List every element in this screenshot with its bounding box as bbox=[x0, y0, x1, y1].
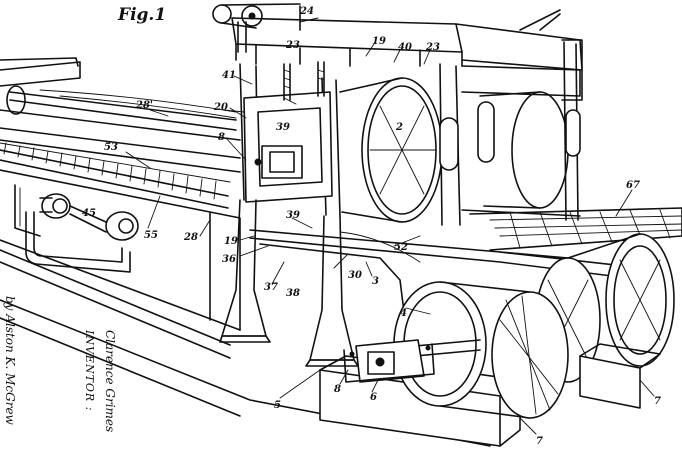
ref-37: 37 bbox=[264, 282, 278, 293]
drive-roller bbox=[319, 281, 661, 447]
ref-7-center: 7 bbox=[536, 436, 543, 447]
conveyor-frame bbox=[0, 57, 491, 447]
inventor-block: Clarence Grimes INVENTOR : by Alston K. … bbox=[3, 296, 117, 432]
ref-6: 6 bbox=[370, 392, 377, 403]
ref-41: 41 bbox=[222, 70, 236, 81]
ref-4: 4 bbox=[400, 308, 407, 319]
ref-24: 24 bbox=[299, 6, 314, 17]
pipework bbox=[25, 193, 139, 273]
ref-67: 67 bbox=[626, 180, 640, 191]
lower-conveyor bbox=[249, 207, 682, 383]
leader-lines bbox=[125, 17, 655, 435]
ref-2: 2 bbox=[395, 122, 403, 133]
ref-28-prime: 28' bbox=[135, 100, 153, 111]
ref-38: 38 bbox=[286, 288, 300, 299]
ref-45: 45 bbox=[82, 208, 96, 219]
ref-5: 5 bbox=[274, 400, 281, 411]
ref-28: 28 bbox=[183, 232, 198, 243]
attorney-signature: by Alston K. McGrew bbox=[3, 296, 17, 426]
ref-40: 40 bbox=[398, 42, 412, 53]
inventor-caption: INVENTOR : bbox=[83, 329, 96, 411]
ref-39-lower: 39 bbox=[286, 210, 300, 221]
ref-23-right: 23 bbox=[425, 42, 440, 53]
reference-numerals: 24 23 19 40 23 41 28' 20 39 2 8 53 67 45… bbox=[82, 6, 661, 447]
figure-title: Fig.1 bbox=[117, 5, 166, 25]
ref-36: 36 bbox=[222, 254, 236, 265]
ref-52: 52 bbox=[394, 242, 408, 253]
inventor-signature: Clarence Grimes bbox=[103, 330, 117, 432]
head-frame bbox=[212, 3, 583, 226]
ref-53: 53 bbox=[104, 142, 118, 153]
ref-8-base: 8 bbox=[334, 384, 341, 395]
ref-55: 55 bbox=[144, 230, 158, 241]
ref-30: 30 bbox=[348, 270, 362, 281]
ref-39-upper: 39 bbox=[276, 122, 290, 133]
ref-7-right: 7 bbox=[654, 396, 661, 407]
ref-3: 3 bbox=[372, 276, 379, 287]
ref-19-top: 19 bbox=[372, 36, 386, 47]
ref-8-slider: 8 bbox=[218, 132, 225, 143]
ref-19-lower: 19 bbox=[224, 236, 238, 247]
ref-20: 20 bbox=[213, 102, 228, 113]
ref-23-left: 23 bbox=[285, 40, 300, 51]
